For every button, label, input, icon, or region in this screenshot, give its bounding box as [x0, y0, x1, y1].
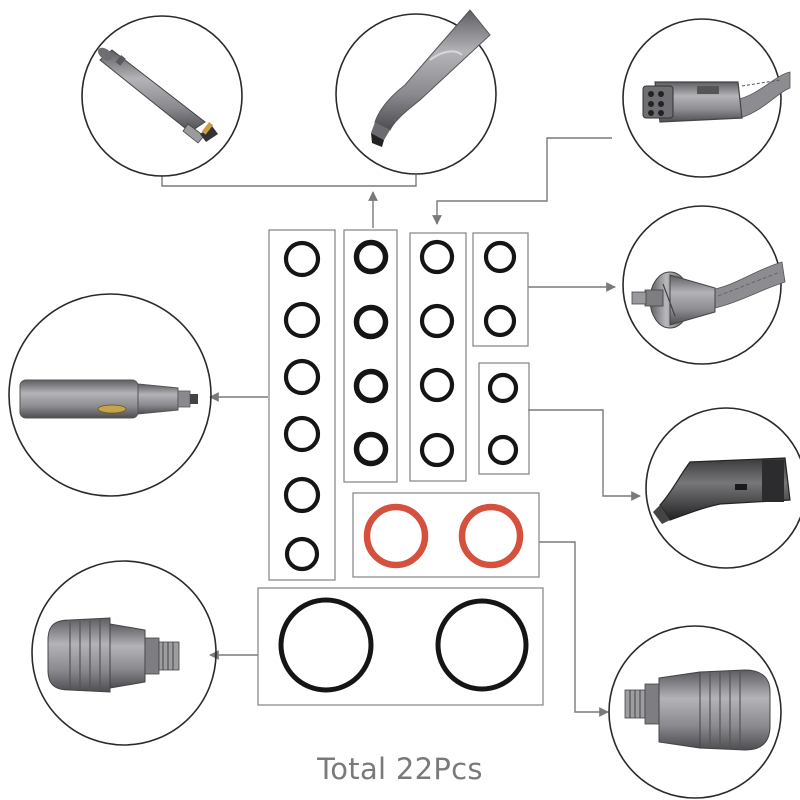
- oring: [487, 434, 519, 466]
- oring: [419, 367, 455, 403]
- hose-connector-plug-icon: [642, 71, 791, 123]
- oring: [419, 432, 455, 468]
- oring-column-4-top: [483, 240, 517, 338]
- oring-column-2: [353, 239, 389, 467]
- connector-lines: [161, 137, 641, 717]
- bent-tip-nozzle-icon: [653, 457, 791, 524]
- oring-column-3: [419, 239, 455, 468]
- oring-red-pair: [363, 503, 524, 569]
- threaded-nozzle-right-icon: [624, 669, 771, 751]
- oring-large-pair: [278, 597, 529, 693]
- oring: [284, 536, 320, 572]
- oring: [283, 415, 321, 453]
- oring: [283, 476, 321, 514]
- oring-large: [278, 597, 374, 693]
- oring-large: [435, 598, 529, 692]
- part-circles: [8, 13, 800, 799]
- oring: [353, 431, 389, 467]
- oring: [487, 372, 519, 404]
- hose-end-connector-icon: [631, 261, 786, 329]
- oring: [483, 304, 517, 338]
- oring: [353, 368, 389, 404]
- steam-wand-nozzle-icon: [97, 47, 218, 144]
- oring: [419, 239, 455, 275]
- oring: [353, 239, 389, 275]
- oring: [283, 301, 321, 339]
- oring: [419, 303, 455, 339]
- oring: [283, 358, 321, 396]
- oring: [283, 240, 321, 278]
- total-count-caption: Total 22Pcs: [317, 752, 483, 786]
- oring-red: [458, 503, 524, 569]
- oring-column-1: [283, 240, 321, 572]
- oring-red: [363, 503, 429, 569]
- oring: [353, 304, 389, 340]
- extension-tube-icon: [19, 379, 198, 419]
- oring-boxes: [257, 229, 544, 706]
- oring: [483, 240, 517, 274]
- oring-column-4-bottom: [487, 372, 519, 466]
- threaded-nozzle-left-icon: [47, 617, 180, 693]
- angled-nozzle-icon: [371, 9, 491, 147]
